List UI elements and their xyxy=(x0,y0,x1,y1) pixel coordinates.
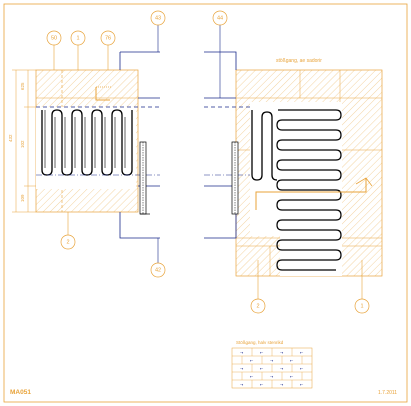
top-right-label: stößgang, ae sadorir xyxy=(276,58,322,64)
callouts: 43 44 50 1 76 2 42 2 1 xyxy=(46,10,370,314)
svg-text:←: ← xyxy=(250,374,254,379)
svg-text:→: → xyxy=(270,374,274,379)
svg-text:→: → xyxy=(240,350,244,355)
right-serpentine xyxy=(276,109,342,271)
dim-total: 432 xyxy=(8,134,13,142)
callout-43: 43 xyxy=(155,15,161,21)
callout-1-left: 1 xyxy=(76,35,79,41)
callout-44: 44 xyxy=(217,15,223,21)
left-detail xyxy=(12,51,160,239)
dim-bottom: 109 xyxy=(20,194,25,202)
svg-text:→: → xyxy=(280,366,284,371)
left-serpentine xyxy=(41,109,133,176)
svg-text:←: ← xyxy=(290,374,294,379)
svg-text:→: → xyxy=(240,366,244,371)
svg-text:→: → xyxy=(280,350,284,355)
svg-text:←: ← xyxy=(250,358,254,363)
drawing-date: 1.7.2011 xyxy=(378,390,397,396)
callout-76: 76 xyxy=(105,35,111,41)
svg-text:←: ← xyxy=(300,382,304,387)
callout-2-right: 2 xyxy=(256,303,259,309)
svg-text:→: → xyxy=(270,358,274,363)
svg-text:←: ← xyxy=(260,366,264,371)
svg-text:←: ← xyxy=(290,358,294,363)
svg-text:←: ← xyxy=(300,350,304,355)
sheet-frame xyxy=(3,3,408,403)
drawing-code: MA051 xyxy=(10,389,31,396)
legend-box: Stößgang, halv stenrikd → ← → ← ← → ← → ← → ← ← →… xyxy=(231,340,313,389)
dim-middle: 102 xyxy=(20,140,25,148)
callout-1-right: 1 xyxy=(360,303,363,309)
dim-top: 625 xyxy=(20,82,25,90)
svg-text:←: ← xyxy=(260,382,264,387)
svg-text:→: → xyxy=(280,382,284,387)
callout-50: 50 xyxy=(51,35,57,41)
right-detail xyxy=(204,51,383,277)
svg-text:←: ← xyxy=(260,350,264,355)
callout-42: 42 xyxy=(155,267,161,273)
legend-title: Stößgang, halv stenrikd xyxy=(236,340,284,345)
svg-text:←: ← xyxy=(300,366,304,371)
svg-text:→: → xyxy=(240,382,244,387)
callout-2-left: 2 xyxy=(66,239,69,245)
